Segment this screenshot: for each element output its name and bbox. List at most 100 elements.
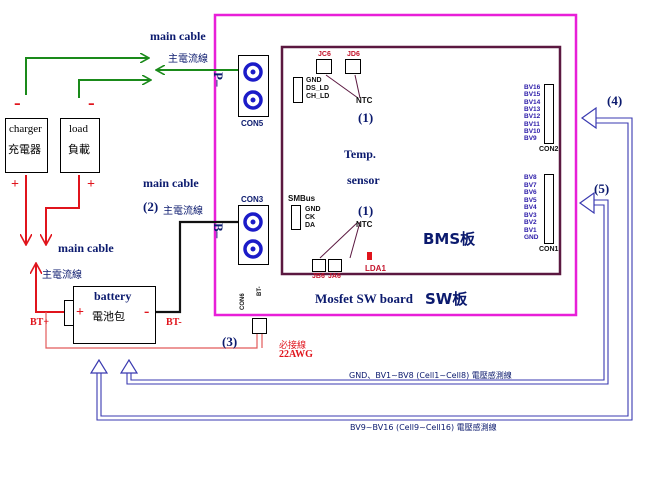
jc6-connector — [316, 59, 332, 74]
ntc-number-top: (1) — [358, 110, 374, 125]
load-plus: + — [87, 177, 95, 192]
temp-sensor-line2: sensor — [347, 173, 380, 187]
con2-pin-0: BV16 — [524, 84, 541, 91]
con1-pin-8: GND — [524, 234, 539, 241]
con2-pin-2: BV14 — [524, 98, 541, 106]
black-main-cable — [151, 220, 238, 314]
battery-label: battery — [94, 289, 132, 303]
con1-pin-1: BV7 — [524, 181, 537, 189]
sense-arrows — [89, 106, 597, 374]
bms-board-label: BMS板 — [423, 230, 476, 248]
con6-pin-0: GND — [306, 77, 322, 84]
ntc-label-top: NTC — [356, 96, 373, 105]
con1-label: CON1 — [539, 246, 559, 253]
ntc-lines — [319, 74, 361, 259]
jb6-label: JB6 — [312, 273, 325, 280]
ja6-connector — [328, 259, 342, 272]
con1-pin-2: BV6 — [524, 189, 537, 196]
jb6-connector — [312, 259, 326, 272]
red-main-cable — [26, 175, 80, 313]
battery-box: battery 電池包 + - — [73, 286, 156, 344]
green-main-cable — [25, 58, 238, 98]
con2-pin-5: BV11 — [524, 120, 540, 128]
b-minus-label: B– — [211, 223, 226, 239]
battery-label-zh: 電池包 — [92, 310, 125, 323]
con1-pin-0: BV8 — [524, 174, 537, 181]
con1-connector — [544, 174, 554, 244]
sw-con6-label: CON6 — [240, 293, 246, 310]
charger-box: charger 充電器 — [5, 118, 48, 173]
bms-board-border — [280, 45, 562, 276]
jd6-connector — [345, 59, 361, 74]
ntc-label-bottom: NTC — [356, 220, 373, 229]
ja6-label: JA6 — [328, 273, 341, 280]
smbus-pin-0: GND — [305, 206, 321, 213]
smbus-label: SMBus — [288, 194, 316, 203]
main-cable-top-label: main cable — [150, 29, 206, 43]
main-cable-mid-label-zh: 主電流線 — [163, 206, 203, 217]
sw-bt-label: BT- — [257, 286, 263, 296]
con1-pin-4: BV4 — [524, 204, 537, 211]
con2-pin-7: BV9 — [524, 135, 537, 143]
charger-label: charger — [9, 123, 42, 135]
wire-22awg — [45, 312, 258, 349]
con1-pin-6: BV2 — [524, 219, 537, 226]
con1-pin-3: BV5 — [524, 196, 537, 204]
con1-pin-7: BV1 — [524, 226, 537, 234]
bt-plus-label: BT+ — [30, 317, 50, 328]
main-cable-mid-label: main cable — [143, 176, 199, 190]
battery-minus: - — [144, 303, 150, 320]
jd6-label: JD6 — [347, 51, 360, 58]
smbus-pin-2: DA — [305, 222, 316, 229]
sense-number-5: (5) — [594, 181, 610, 196]
sense-line-1-label: GND、BV1~BV8 (Cell1~Cell8) 電壓感測線 — [349, 371, 512, 380]
load-box: load 負載 — [60, 118, 100, 173]
smbus-connector — [291, 205, 301, 230]
battery-plus: + — [76, 305, 84, 320]
con3-label: CON3 — [241, 195, 264, 204]
wire-note-zh: 必接線 — [279, 341, 307, 351]
load-minus: - — [88, 92, 95, 114]
smbus-pin-1: CK — [305, 214, 316, 221]
jc6-label: JC6 — [318, 51, 331, 58]
con1-pin-5: BV3 — [524, 211, 537, 219]
sw-board-label: Mosfet SW board — [315, 291, 413, 306]
wire-gauge: 22AWG — [279, 349, 313, 360]
con2-connector — [544, 84, 554, 144]
main-cable-mid-number: (2) — [143, 199, 159, 214]
con5-block — [238, 55, 269, 117]
sw-board-border — [213, 13, 578, 317]
ntc-number-bottom: (1) — [358, 203, 374, 218]
wire-number-3: (3) — [222, 334, 238, 349]
temp-sensor-line1: Temp. — [344, 147, 376, 161]
main-cable-top-label-zh: 主電流線 — [168, 54, 208, 65]
con2-label: CON2 — [539, 146, 559, 153]
sw-con6-connector — [252, 318, 267, 334]
main-cable-bot-label: main cable — [58, 241, 114, 255]
sw-board-label-zh: SW板 — [425, 290, 468, 308]
load-label-zh: 負載 — [68, 143, 90, 156]
con3-block — [238, 205, 269, 265]
con5-label: CON5 — [241, 119, 264, 128]
sense-number-4: (4) — [607, 93, 623, 108]
con2-pin-4: BV12 — [524, 113, 541, 121]
con2-pin-6: BV10 — [524, 127, 541, 135]
charger-label-zh: 充電器 — [8, 143, 41, 156]
load-label: load — [69, 123, 88, 135]
con2-pin-3: BV13 — [524, 105, 541, 113]
sense-line-2-label: BV9~BV16 (Cell9~Cell16) 電壓感測線 — [350, 423, 497, 432]
main-cable-bot-label-zh: 主電流線 — [42, 270, 82, 281]
bms-con6-connector — [293, 77, 303, 103]
bt-minus-label: BT- — [166, 317, 182, 328]
con6-pin-1: DS_LD — [306, 85, 329, 92]
lda1-label: LDA1 — [365, 264, 386, 273]
sense-lines — [96, 117, 633, 421]
p-minus-label: P– — [211, 72, 226, 87]
terminal-circles — [243, 62, 263, 259]
charger-minus: - — [14, 92, 21, 114]
lda1-marker — [367, 252, 372, 260]
con6-pin-2: CH_LD — [306, 93, 330, 100]
con2-pin-1: BV15 — [524, 91, 541, 99]
charger-plus: + — [11, 177, 19, 192]
